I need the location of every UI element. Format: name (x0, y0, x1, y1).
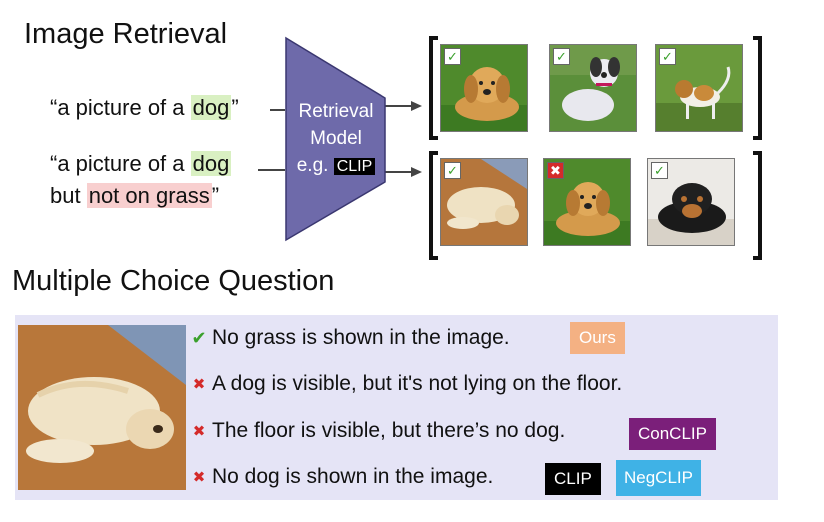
query-2-line2-suffix: ” (211, 183, 220, 208)
check-icon: ✓ (444, 162, 461, 179)
cross-icon: ✖ (192, 469, 206, 486)
model-line-1: Retrieval (298, 101, 374, 122)
check-icon: ✓ (444, 48, 461, 65)
cross-icon: ✖ (192, 423, 206, 440)
model-clip-tag: CLIP (333, 158, 376, 175)
mcq-option-1: ✔ No grass is shown in the image. (190, 326, 510, 350)
retrieval-model-shape (285, 36, 386, 242)
tag-conclip: ConCLIP (629, 418, 716, 450)
check-icon: ✓ (659, 48, 676, 65)
cross-icon: ✖ (192, 376, 206, 393)
retrieval-model-label: Retrieval Model e.g. CLIP (276, 98, 396, 180)
row2-left-bracket (429, 151, 438, 260)
output-arrow-2-head (411, 167, 422, 177)
tag-ours: Ours (570, 322, 625, 354)
query-1-suffix: ” (231, 95, 239, 120)
result-image-row2-3: ✓ (647, 158, 735, 246)
query-1: “a picture of a dog” (50, 92, 239, 124)
result-image-row1-2: ✓ (549, 44, 637, 132)
tag-clip: CLIP (545, 463, 601, 495)
beagle-grass-image (656, 45, 742, 131)
query-1-prefix: “a picture of a (50, 95, 191, 120)
mcq-title: Multiple Choice Question (12, 265, 335, 297)
query-1-keyword: dog (190, 95, 232, 120)
result-image-row2-1: ✓ (440, 158, 528, 246)
model-line-3: e.g. CLIP (276, 152, 396, 180)
output-arrow-1-head (411, 101, 422, 111)
mcq-option-4: ✖ No dog is shown in the image. (190, 465, 494, 489)
black-dog-floor-image (648, 159, 734, 245)
mcq-option-1-text: No grass is shown in the image. (212, 326, 510, 349)
row1-left-bracket (429, 36, 438, 140)
mcq-option-2: ✖ A dog is visible, but it's not lying o… (190, 372, 623, 396)
mcq-option-3-text: The floor is visible, but there’s no dog… (212, 419, 566, 442)
result-image-row1-1: ✓ (440, 44, 528, 132)
mcq-option-2-text: A dog is visible, but it's not lying on … (212, 372, 623, 395)
result-image-row1-3: ✓ (655, 44, 743, 132)
query-2-line1-keyword: dog (190, 151, 232, 176)
row2-right-bracket (753, 151, 762, 260)
model-line-3-prefix: e.g. (296, 155, 334, 176)
mcq-query-image (18, 325, 186, 490)
query-2: “a picture of a dog but not on grass” (50, 148, 232, 212)
check-icon: ✓ (651, 162, 668, 179)
cross-icon: ✖ (547, 162, 564, 179)
check-icon: ✓ (553, 48, 570, 65)
golden-retriever-floor-image (441, 159, 527, 245)
golden-retriever-floor-large-image (18, 325, 186, 490)
mcq-option-4-text: No dog is shown in the image. (212, 465, 494, 488)
result-image-row2-2: ✖ (543, 158, 631, 246)
tag-negclip: NegCLIP (616, 460, 701, 496)
model-line-2: Model (310, 128, 362, 149)
mcq-option-3: ✖ The floor is visible, but there’s no d… (190, 419, 566, 443)
check-icon: ✔ (191, 327, 207, 348)
retrieval-title: Image Retrieval (24, 18, 228, 50)
query-2-line2-keyword: not on grass (86, 183, 212, 208)
row1-right-bracket (753, 36, 762, 140)
query-2-line2-prefix: but (50, 183, 87, 208)
query-2-line1-prefix: “a picture of a (50, 151, 191, 176)
